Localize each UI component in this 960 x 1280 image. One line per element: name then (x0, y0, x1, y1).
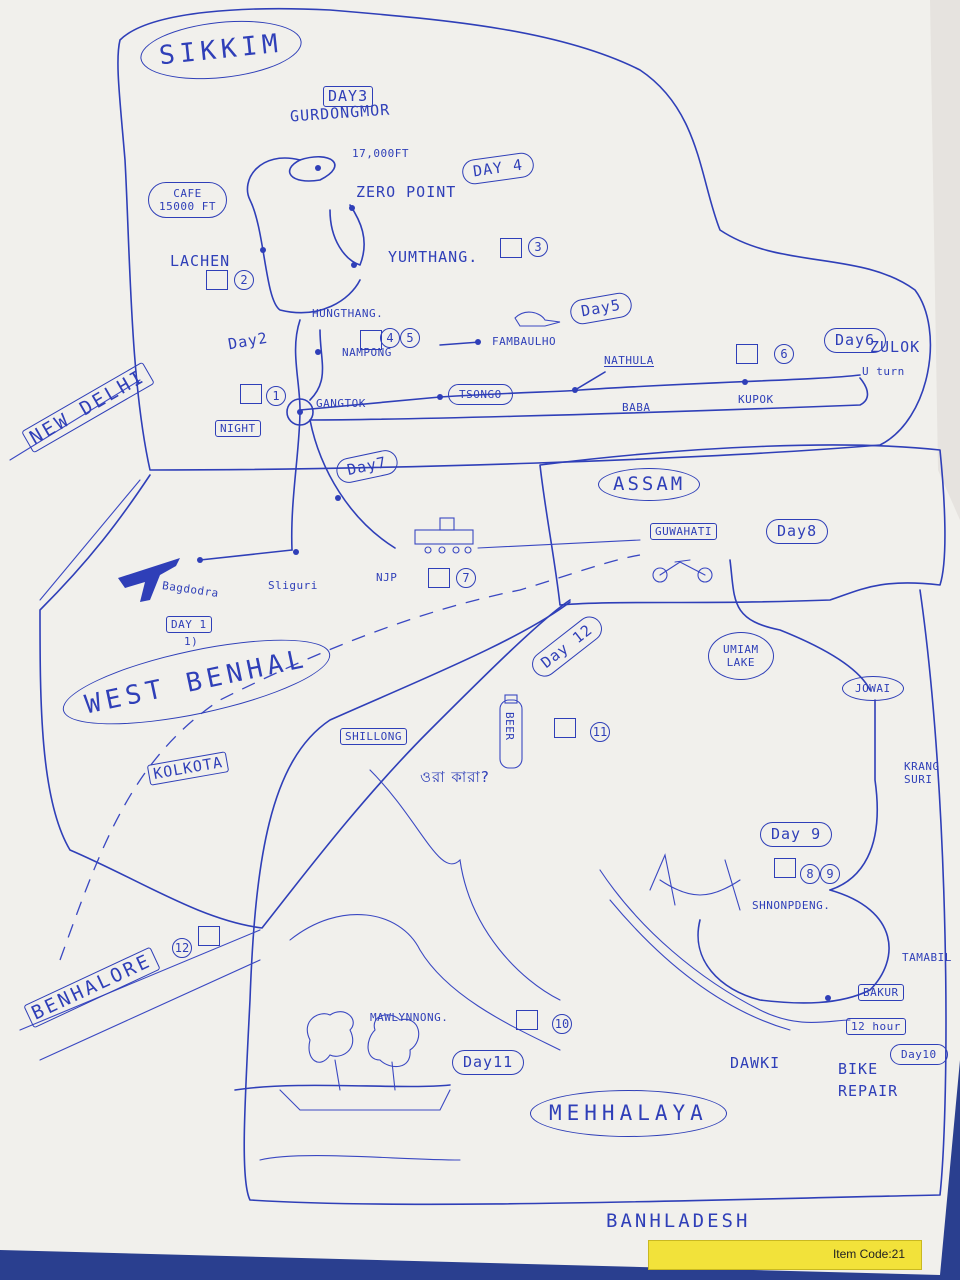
stay-mawlynnong-number: 10 (552, 1014, 572, 1034)
bridge-icon (649, 853, 741, 911)
region-meghalaya: MEHHALAYA (530, 1090, 727, 1137)
day8-tag: Day8 (766, 519, 829, 544)
stay-shillong-number: 11 (590, 722, 610, 742)
beer-label: BEER (503, 712, 516, 741)
place-dawki: DAWKI (730, 1054, 781, 1072)
place-siliguri: Sliguri (268, 579, 318, 592)
dashed-route (59, 554, 641, 961)
stay-house-icon (206, 270, 228, 290)
meghalaya-border (243, 589, 947, 1206)
stay-house-icon (198, 926, 220, 946)
place-gangtok: GANGTOK (316, 397, 366, 410)
night-tag: NIGHT (215, 420, 261, 437)
hours-tag: 12 hour (846, 1018, 906, 1035)
place-fambaulho: FAMBAULHO (492, 335, 557, 348)
place-jowai: JOWAI (842, 676, 904, 701)
stay-shnongpdeng-number-a: 8 (800, 864, 820, 884)
stay-house-icon (774, 858, 796, 878)
stay-lachen-number: 2 (234, 270, 254, 290)
stay-house-icon (240, 384, 262, 404)
place-guwahati: GUWAHATI (650, 523, 717, 540)
place-lachen: LACHEN (170, 252, 231, 270)
day9-tag: Day 9 (760, 822, 833, 847)
place-hungthang: HUNGTHANG. (312, 307, 384, 320)
day3-tag: DAY3 (323, 86, 374, 107)
region-bangladesh: BANHLADESH (606, 1210, 751, 1232)
stay-nampong-number-a: 4 (380, 328, 400, 348)
place-u-turn: U turn (862, 365, 905, 378)
day11-tag: Day11 (452, 1050, 525, 1075)
bird-icon (514, 311, 561, 327)
place-zulok: ZULOK (870, 338, 921, 356)
bike-icon (652, 559, 713, 583)
place-shnongpdeng: SHNONPDENG. (752, 899, 831, 912)
assam-border (539, 444, 946, 606)
place-altitude: 17,000FT (352, 147, 409, 160)
place-zero-point: ZERO POINT (356, 183, 457, 201)
region-assam: ASSAM (598, 468, 701, 501)
place-njp: NJP (376, 571, 398, 584)
place-yumthang: YUMTHANG. (388, 248, 479, 266)
place-krang-suri: KRANG SURI (904, 760, 940, 786)
stay-benhalore-number: 12 (172, 938, 192, 958)
stay-yumthang-number: 3 (528, 237, 548, 257)
item-code-tag: Item Code:21 (648, 1240, 922, 1270)
day1-sub: 1) (184, 635, 199, 648)
sikkim-border (117, 7, 932, 471)
west-bengal-border (39, 474, 571, 929)
place-kupok: KUPOK (738, 393, 774, 406)
stay-house-icon (516, 1010, 538, 1030)
place-shillong: SHILLONG (340, 728, 407, 745)
day1-tag: DAY 1 (166, 616, 212, 633)
day10-tag: Day10 (890, 1044, 948, 1065)
stay-house-icon (736, 344, 758, 364)
stay-njp-number: 7 (456, 568, 476, 588)
place-bike-repair: BIKE REPAIR (838, 1060, 899, 1100)
place-baba: BABA (622, 401, 651, 414)
stay-house-icon (554, 718, 576, 738)
note-bengali: ওরা কারা? (420, 768, 490, 786)
stay-house-icon (360, 330, 382, 350)
train-icon (414, 517, 474, 554)
stay-nampong-number-b: 5 (400, 328, 420, 348)
place-cafe: CAFE 15000 FT (148, 182, 227, 218)
stay-zulok-number: 6 (774, 344, 794, 364)
stay-house-icon (500, 238, 522, 258)
stay-gangtok-number: 1 (266, 386, 286, 406)
tree-icon (306, 1011, 420, 1091)
place-tsongo: TSONGO (448, 384, 513, 405)
place-nathula: NATHULA (604, 354, 654, 367)
place-mawlynnong: MAWLYNNONG. (370, 1011, 449, 1024)
place-bakur: BAKUR (858, 984, 904, 1001)
plane-icon (118, 558, 180, 602)
stay-house-icon (428, 568, 450, 588)
day6-tag: Day6 (824, 328, 887, 353)
item-code-text: Item Code:21 (832, 1247, 905, 1261)
stay-shnongpdeng-number-b: 9 (820, 864, 840, 884)
place-umiam-lake: UMIAM LAKE (708, 632, 774, 680)
place-nampong: NAMPONG (342, 346, 392, 359)
beer-bottle-icon (499, 694, 523, 769)
place-tamabil: TAMABIL (902, 951, 952, 964)
